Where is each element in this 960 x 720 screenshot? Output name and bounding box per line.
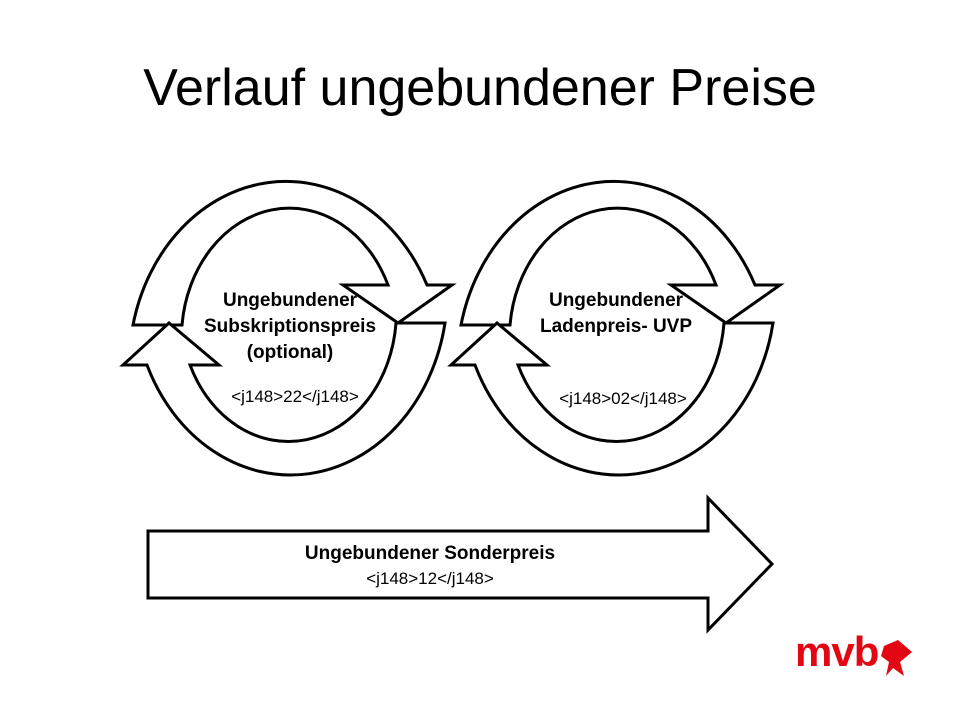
cycle-arrow-uvp <box>447 179 785 477</box>
cycle-arrow-subscription <box>119 179 457 477</box>
page-title: Verlauf ungebundener Preise <box>143 59 817 117</box>
cycle-2-bottom-arc-arrow <box>447 321 775 477</box>
cycle-1-bottom-arc-arrow <box>119 321 447 477</box>
cycle-1-label-line3: (optional) <box>246 342 334 363</box>
sonderpreis-code: <j148>12</j148> <box>366 569 494 588</box>
cycle-2-label-line2: Ladenpreis- UVP <box>539 316 693 337</box>
cycle-2-code: <j148>02</j148> <box>559 389 687 408</box>
cycle-1-label-line1: Ungebundener <box>222 290 358 311</box>
cycle-1-top-arc-arrow <box>131 179 457 327</box>
cycle-2-label: Ungebundener Ladenpreis- UVP <box>496 288 736 340</box>
cycle-1-code: <j148>22</j148> <box>231 387 359 406</box>
mvb-logo-arrow-icon <box>881 640 912 676</box>
sonderpreis-label: Ungebundener Sonderpreis <box>304 543 556 564</box>
mvb-logo: mvb <box>795 628 879 675</box>
cycle-1-label: Ungebundener Subskriptionspreis (optiona… <box>170 288 410 366</box>
cycle-1-label-line2: Subskriptionspreis <box>203 316 377 337</box>
sonderpreis-arrow <box>146 494 775 634</box>
cycle-2-label-line1: Ungebundener <box>548 290 684 311</box>
cycle-2-top-arc-arrow <box>459 179 785 327</box>
